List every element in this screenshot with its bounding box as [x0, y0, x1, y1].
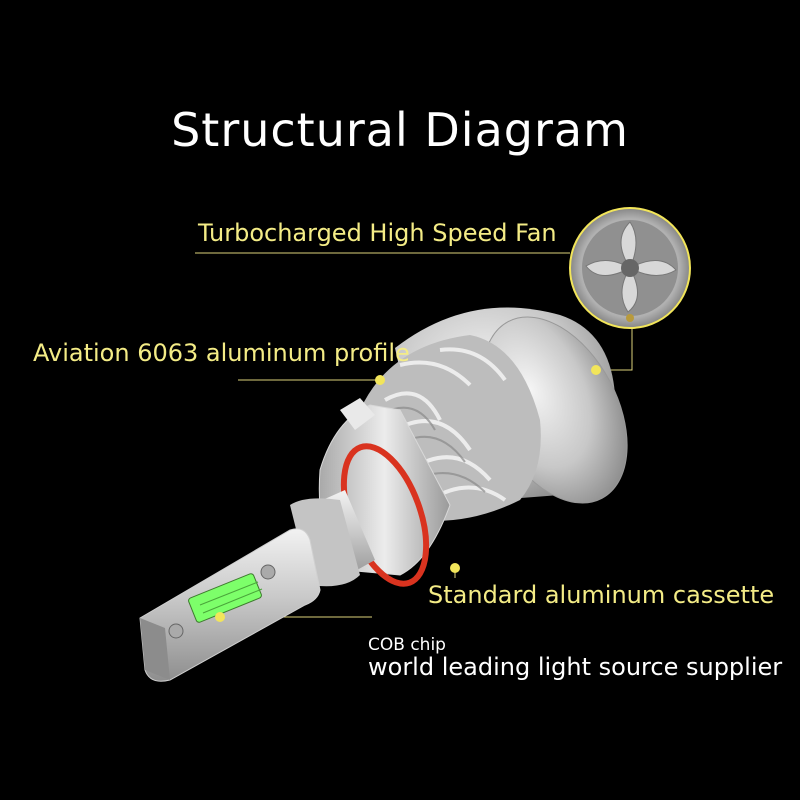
led-board [139, 528, 321, 682]
screw-icon [260, 564, 276, 580]
cob-chip [188, 573, 262, 623]
profile-dot [375, 375, 385, 385]
page-title: Structural Diagram [171, 103, 629, 157]
cassette-label: Standard aluminum cassette [428, 581, 775, 609]
supplier-label: world leading light source supplier [368, 653, 783, 681]
fan-inset [569, 207, 691, 329]
profile-label: Aviation 6063 aluminum profile [33, 339, 410, 367]
screw-icon [168, 623, 184, 639]
chip-grid [199, 581, 263, 614]
fan-dot [591, 365, 601, 375]
cassette-dot [450, 563, 460, 573]
chip-dot [215, 612, 225, 622]
fan-blades-icon [585, 221, 677, 313]
leader-dots [215, 365, 601, 622]
chip-label: COB chip [368, 635, 446, 655]
fan-label: Turbocharged High Speed Fan [198, 219, 557, 247]
